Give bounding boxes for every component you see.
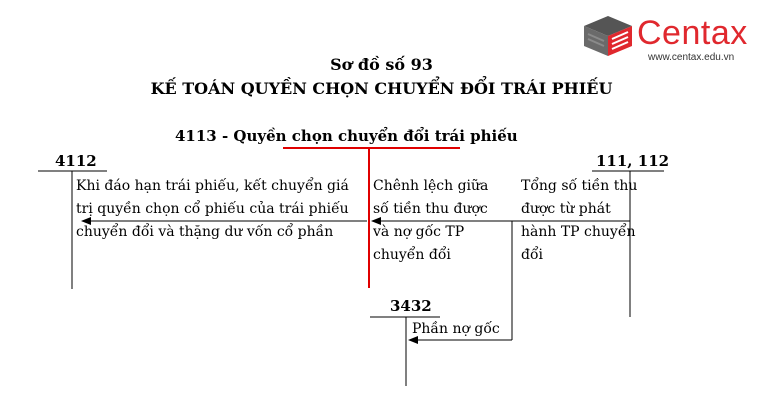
right-description-line: hành TP chuyển bbox=[521, 224, 636, 240]
middle-description-line: và nợ gốc TP bbox=[373, 224, 465, 240]
middle-description: Chênh lệch giữa số tiền thu được và nợ g… bbox=[373, 175, 508, 267]
right-description-line: Tổng số tiền thu bbox=[521, 178, 638, 194]
bottom-description: Phần nợ gốc bbox=[412, 321, 500, 337]
bottom-account-label: 3432 bbox=[390, 297, 432, 315]
middle-description-line: Chênh lệch giữa bbox=[373, 178, 489, 194]
left-account-label: 4112 bbox=[55, 152, 97, 170]
logo-brand-text: Centax bbox=[637, 14, 748, 52]
diagram-title: KẾ TOÁN QUYỀN CHỌN CHUYỂN ĐỔI TRÁI PHIẾU bbox=[150, 79, 613, 98]
logo-website: www.centax.edu.vn bbox=[648, 52, 735, 63]
left-description-line: chuyển đổi và thặng dư vốn cổ phần bbox=[76, 224, 334, 240]
cube-logo-icon bbox=[584, 16, 632, 56]
middle-description-line: chuyển đổi bbox=[373, 247, 451, 263]
center-account-label: 4113 - Quyền chọn chuyển đổi trái phiếu bbox=[175, 127, 518, 145]
centax-logo: Centax www.centax.edu.vn bbox=[582, 12, 757, 67]
left-description-line: Khi đáo hạn trái phiếu, kết chuyển giá bbox=[76, 178, 349, 194]
diagram-number: Sơ đồ số 93 bbox=[330, 55, 433, 74]
right-account-label: 111, 112 bbox=[596, 152, 670, 170]
left-description: Khi đáo hạn trái phiếu, kết chuyển giá t… bbox=[76, 175, 366, 244]
left-description-line: trị quyền chọn cổ phiếu của trái phiếu bbox=[76, 201, 349, 217]
right-description: Tổng số tiền thu được từ phát hành TP ch… bbox=[521, 175, 641, 267]
right-description-line: đổi bbox=[521, 247, 544, 263]
right-description-line: được từ phát bbox=[521, 201, 611, 217]
middle-description-line: số tiền thu được bbox=[373, 201, 488, 217]
